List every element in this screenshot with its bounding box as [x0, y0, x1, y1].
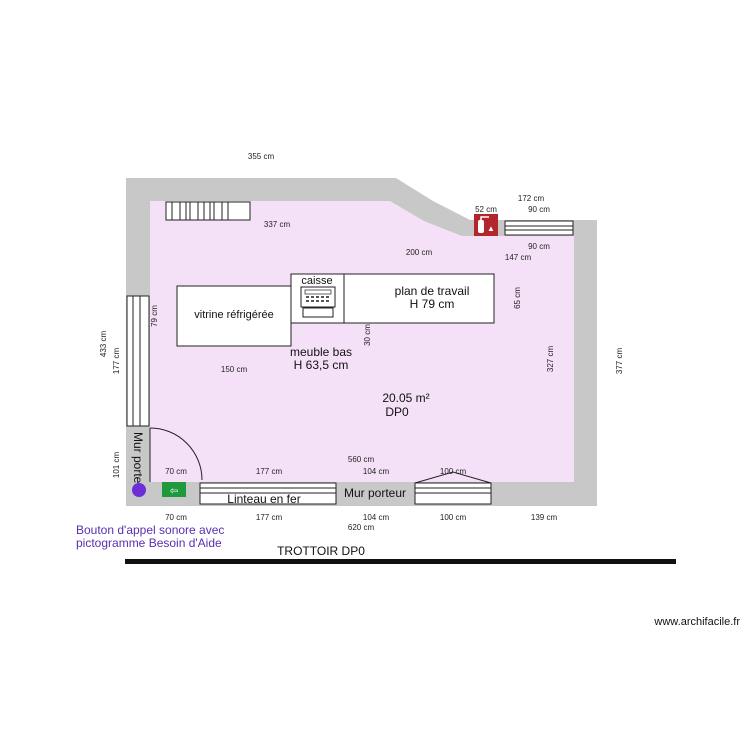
dim-150: 150 cm — [221, 365, 248, 374]
entrance-door — [149, 427, 203, 481]
room-floor — [150, 201, 574, 482]
dim-620: 620 cm — [348, 523, 375, 532]
dim-70-in: 70 cm — [165, 467, 187, 476]
window-left — [126, 295, 150, 427]
dim-65: 65 cm — [513, 287, 522, 309]
plan-de-travail-height: H 79 cm — [410, 297, 455, 311]
dim-327: 327 cm — [546, 346, 555, 373]
room-area: 20.05 m² — [382, 391, 429, 405]
linteau-en-fer — [199, 482, 337, 505]
meuble-bas-height: H 63,5 cm — [294, 358, 349, 372]
dim-70-out: 70 cm — [165, 513, 187, 522]
dim-100-in: 100 cm — [440, 467, 467, 476]
plan-de-travail-label: plan de travail — [395, 284, 470, 298]
dim-200: 200 cm — [406, 248, 433, 257]
dim-52: 52 cm — [475, 205, 497, 214]
window-bottom — [414, 471, 492, 505]
call-button-note-line2: pictogramme Besoin d'Aide — [76, 536, 222, 550]
dim-355: 355 cm — [248, 152, 275, 161]
svg-text:▲: ▲ — [487, 224, 495, 233]
mur-porteur-vertical-label: Mur porteur — [131, 432, 145, 494]
dim-337: 337 cm — [264, 220, 291, 229]
dim-101: 101 cm — [112, 452, 121, 479]
mur-porteur-horizontal-label: Mur porteur — [344, 486, 406, 500]
plan-de-travail — [343, 273, 495, 324]
sidewalk-line — [125, 559, 676, 564]
dim-147: 147 cm — [505, 253, 532, 262]
call-button-note-line1: Bouton d'appel sonore avec — [76, 523, 224, 537]
dim-30: 30 cm — [363, 324, 372, 346]
emergency-exit-icon: ⇦ — [162, 482, 186, 497]
cash-register-icon — [300, 286, 336, 318]
dim-104-in: 104 cm — [363, 467, 390, 476]
dim-177-out: 177 cm — [256, 513, 283, 522]
vitrine-label: vitrine réfrigérée — [194, 309, 273, 321]
meuble-bas-label: meuble bas — [290, 345, 352, 359]
dim-377: 377 cm — [615, 348, 624, 375]
dim-100-out: 100 cm — [440, 513, 467, 522]
vitrine-refrigeree — [176, 285, 292, 347]
caisse-label: caisse — [301, 275, 332, 287]
dim-560: 560 cm — [348, 455, 375, 464]
dim-177-left: 177 cm — [112, 348, 121, 375]
dim-172: 172 cm — [518, 194, 545, 203]
dim-104-out: 104 cm — [363, 513, 390, 522]
dim-433: 433 cm — [99, 331, 108, 358]
wall-shelf — [165, 201, 251, 221]
window-top-right — [504, 220, 574, 236]
website-credit: www.archifacile.fr — [653, 616, 740, 628]
dimension-labels: 355 cm 337 cm 52 cm 172 cm 90 cm 90 cm 2… — [99, 152, 624, 532]
dim-90-mid: 90 cm — [528, 242, 550, 251]
fire-extinguisher-icon: ▲ — [474, 214, 498, 236]
dim-90-top: 90 cm — [528, 205, 550, 214]
sidewalk-label: TROTTOIR DP0 — [277, 544, 365, 558]
room-name: DP0 — [385, 405, 409, 419]
linteau-label: Linteau en fer — [227, 492, 300, 506]
dim-177-in: 177 cm — [256, 467, 283, 476]
dim-139: 139 cm — [531, 513, 558, 522]
call-button-icon — [132, 483, 146, 497]
dim-79: 79 cm — [150, 305, 159, 327]
svg-text:⇦: ⇦ — [170, 486, 178, 497]
